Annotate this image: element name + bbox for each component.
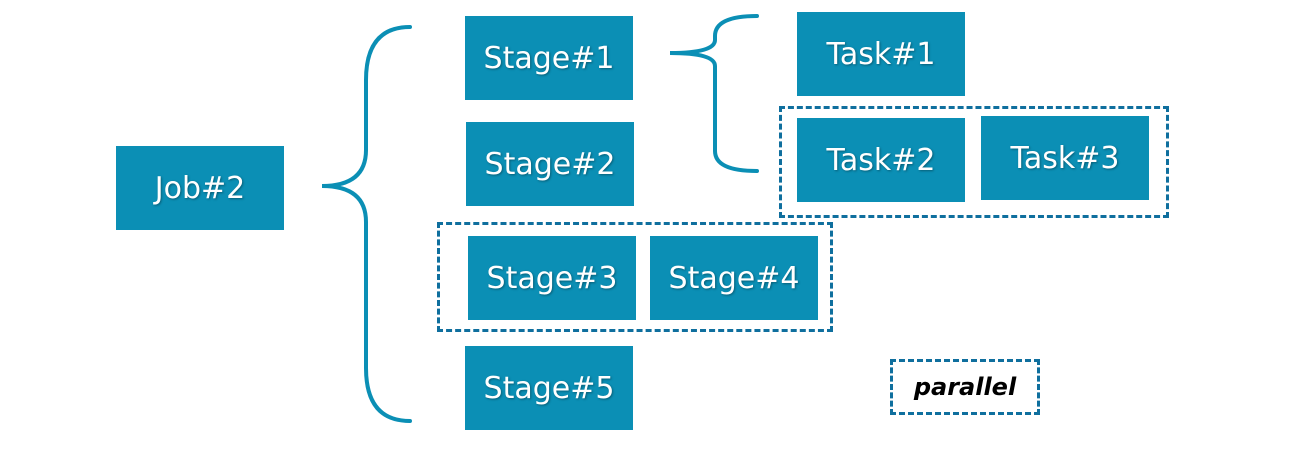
task-1-box: Task#1 <box>797 12 965 96</box>
job-stages-bracket <box>321 25 412 423</box>
task-2-label: Task#2 <box>826 142 936 178</box>
legend-parallel-box <box>890 359 1040 415</box>
parallel-tasks-group <box>779 106 1169 218</box>
parallel-stages-group <box>437 222 833 332</box>
stage-5-box: Stage#5 <box>465 346 633 430</box>
stage1-tasks-bracket <box>669 14 759 173</box>
stage-2-label: Stage#2 <box>484 146 616 182</box>
stage-2-box: Stage#2 <box>466 122 634 206</box>
stage-1-box: Stage#1 <box>465 16 633 100</box>
task-3-label: Task#3 <box>1010 140 1120 176</box>
legend-parallel-text: parallel <box>913 373 1017 401</box>
stage-4-box: Stage#4 <box>650 236 818 320</box>
stage-4-label: Stage#4 <box>668 260 800 296</box>
stage-3-box: Stage#3 <box>468 236 636 320</box>
task-1-label: Task#1 <box>826 36 936 72</box>
job-box: Job#2 <box>116 146 284 230</box>
stage-1-label: Stage#1 <box>483 40 615 76</box>
task-3-box: Task#3 <box>981 116 1149 200</box>
legend-parallel-label: parallel <box>890 359 1040 415</box>
stage-3-label: Stage#3 <box>486 260 618 296</box>
task-2-box: Task#2 <box>797 118 965 202</box>
stage-5-label: Stage#5 <box>483 370 615 406</box>
job-label: Job#2 <box>154 170 246 206</box>
